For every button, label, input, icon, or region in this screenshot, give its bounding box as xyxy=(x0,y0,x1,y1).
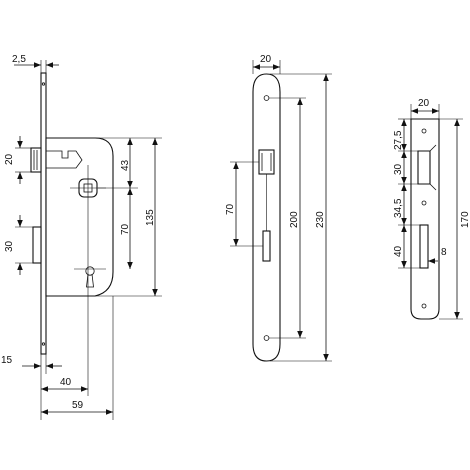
faceplate-screw-hole-top xyxy=(263,95,270,101)
dim-strike-bolt-width: 8 xyxy=(441,247,447,258)
dim-backset: 40 xyxy=(60,377,72,388)
dim-strike-length: 170 xyxy=(460,211,470,228)
strike-latch-opening xyxy=(417,150,431,185)
latch-mechanism xyxy=(46,150,83,169)
dim-strike-latch-opening: 30 xyxy=(393,163,404,175)
faceplate-latch-opening xyxy=(258,149,275,175)
dim-strike-top-offset: 27,5 xyxy=(393,130,404,150)
faceplate-view: 20 70 200 230 xyxy=(225,54,332,362)
dim-edge-offset: 15 xyxy=(1,355,13,366)
dim-strike-width: 20 xyxy=(418,98,430,109)
strike-screw-hole-top xyxy=(421,128,427,134)
dim-faceplate-thickness: 2,5 xyxy=(12,54,26,65)
bolt xyxy=(32,226,42,264)
dim-hole-spacing: 200 xyxy=(289,211,300,228)
dim-strike-opening-gap: 34,5 xyxy=(393,198,404,218)
dim-faceplate-length: 230 xyxy=(315,211,326,228)
dim-case-height: 135 xyxy=(145,209,156,226)
strike-screw-hole-bottom xyxy=(421,303,427,309)
dim-upper-offset: 43 xyxy=(120,159,131,171)
dim-faceplate-width: 20 xyxy=(260,54,272,65)
dim-case-depth: 59 xyxy=(72,400,84,411)
dim-latch-to-bolt: 70 xyxy=(225,203,236,215)
dim-latch-height: 20 xyxy=(4,153,15,165)
strike-plate-view: 20 27,5 30 34,5 40 8 170 xyxy=(393,98,470,320)
faceplate-bolt-opening xyxy=(262,230,271,262)
strike-bolt-opening xyxy=(419,224,429,269)
keyhole-icon xyxy=(85,266,95,288)
dim-bolt-height: 30 xyxy=(4,240,15,252)
dim-latch-to-keyhole: 70 xyxy=(120,223,131,235)
lock-faceplate-strip xyxy=(40,72,47,355)
strike-plate-body xyxy=(410,118,440,320)
lock-case xyxy=(45,137,114,297)
faceplate-screw-hole-bottom xyxy=(263,335,270,341)
strike-screw-hole-middle xyxy=(421,200,427,206)
lock-body-view: 2,5 20 30 15 40 59 43 xyxy=(1,54,162,420)
dim-strike-bolt-opening: 40 xyxy=(393,245,404,257)
latch xyxy=(30,147,42,173)
